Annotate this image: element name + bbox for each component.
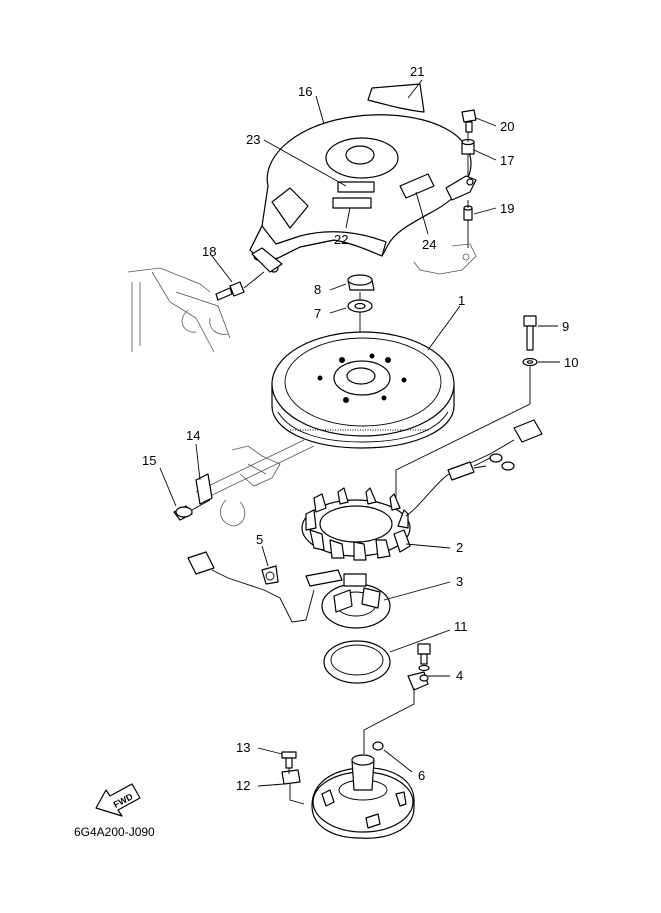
callout-2: 2	[456, 540, 463, 555]
washer-small	[522, 357, 538, 367]
forward-direction-arrow: FWD	[95, 783, 141, 817]
clamp	[261, 565, 279, 585]
diagram-code: 6G4A200-J090	[74, 825, 155, 839]
nut	[347, 274, 375, 291]
callout-24: 24	[422, 237, 436, 252]
bolt-small	[417, 643, 431, 672]
flywheel-cover	[249, 114, 477, 273]
callout-13: 13	[236, 740, 250, 755]
ring-terminal	[489, 453, 503, 463]
screw-small	[281, 751, 297, 769]
screw	[215, 281, 245, 301]
callout-6: 6	[418, 768, 425, 783]
callout-4: 4	[456, 668, 463, 683]
callout-12: 12	[236, 778, 250, 793]
pin	[372, 741, 384, 751]
bolt-long	[523, 315, 537, 351]
callout-11: 11	[454, 619, 468, 634]
bolt	[461, 109, 477, 133]
grommet	[463, 205, 473, 221]
callout-22: 22	[334, 232, 348, 247]
decal	[367, 83, 425, 113]
callout-21: 21	[410, 64, 424, 79]
bracket	[195, 473, 213, 505]
callout-14: 14	[186, 428, 200, 443]
plate	[281, 769, 301, 785]
callout-8: 8	[314, 282, 321, 297]
callout-16: 16	[298, 84, 312, 99]
connector	[513, 419, 543, 443]
callout-1: 1	[458, 293, 465, 308]
callout-7: 7	[314, 306, 321, 321]
callout-3: 3	[456, 574, 463, 589]
callout-20: 20	[500, 119, 514, 134]
callout-10: 10	[564, 355, 578, 370]
harness-sleeve	[447, 461, 475, 481]
connector	[187, 551, 215, 575]
callout-19: 19	[500, 201, 514, 216]
clamp-cable	[407, 671, 429, 691]
callout-23: 23	[246, 132, 260, 147]
ring-terminal	[501, 461, 515, 471]
washer	[347, 299, 373, 313]
callout-17: 17	[500, 153, 514, 168]
callout-9: 9	[562, 319, 569, 334]
stator	[301, 487, 411, 561]
flywheel	[271, 331, 455, 449]
base-plate	[311, 754, 415, 839]
bolt-flange	[173, 505, 193, 521]
callout-5: 5	[256, 532, 263, 547]
ring	[323, 640, 391, 684]
callout-15: 15	[142, 453, 156, 468]
pulser-coil	[305, 569, 391, 629]
callout-18: 18	[202, 244, 216, 259]
